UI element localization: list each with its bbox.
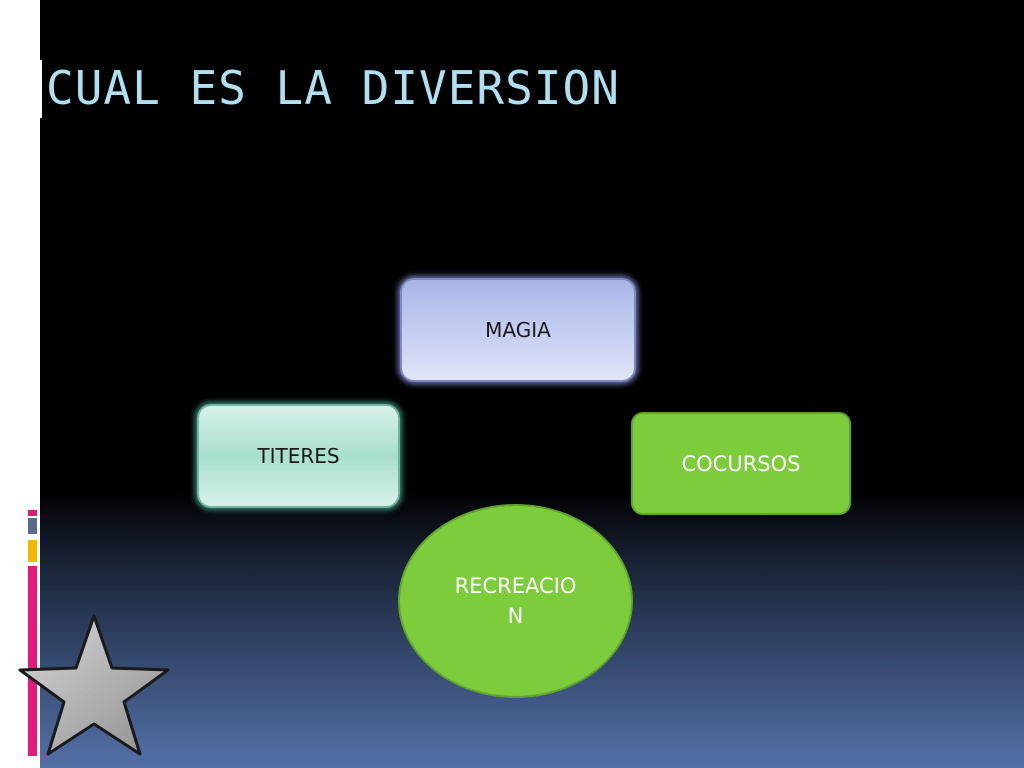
accent-bar-pink: [28, 566, 37, 756]
accent-bar-pink-top: [28, 510, 37, 516]
slide-title: CUAL ES LA DIVERSION: [46, 61, 620, 115]
vertical-bars-icon: [20, 60, 42, 118]
accent-bar-slate: [28, 518, 37, 534]
node-cocursos: COCURSOS: [631, 412, 851, 515]
node-recreacion: RECREACION: [398, 504, 633, 698]
node-magia: MAGIA: [400, 278, 636, 382]
node-titeres: TITERES: [197, 404, 400, 508]
star-icon: [18, 614, 170, 756]
accent-bar-yellow: [28, 540, 37, 562]
